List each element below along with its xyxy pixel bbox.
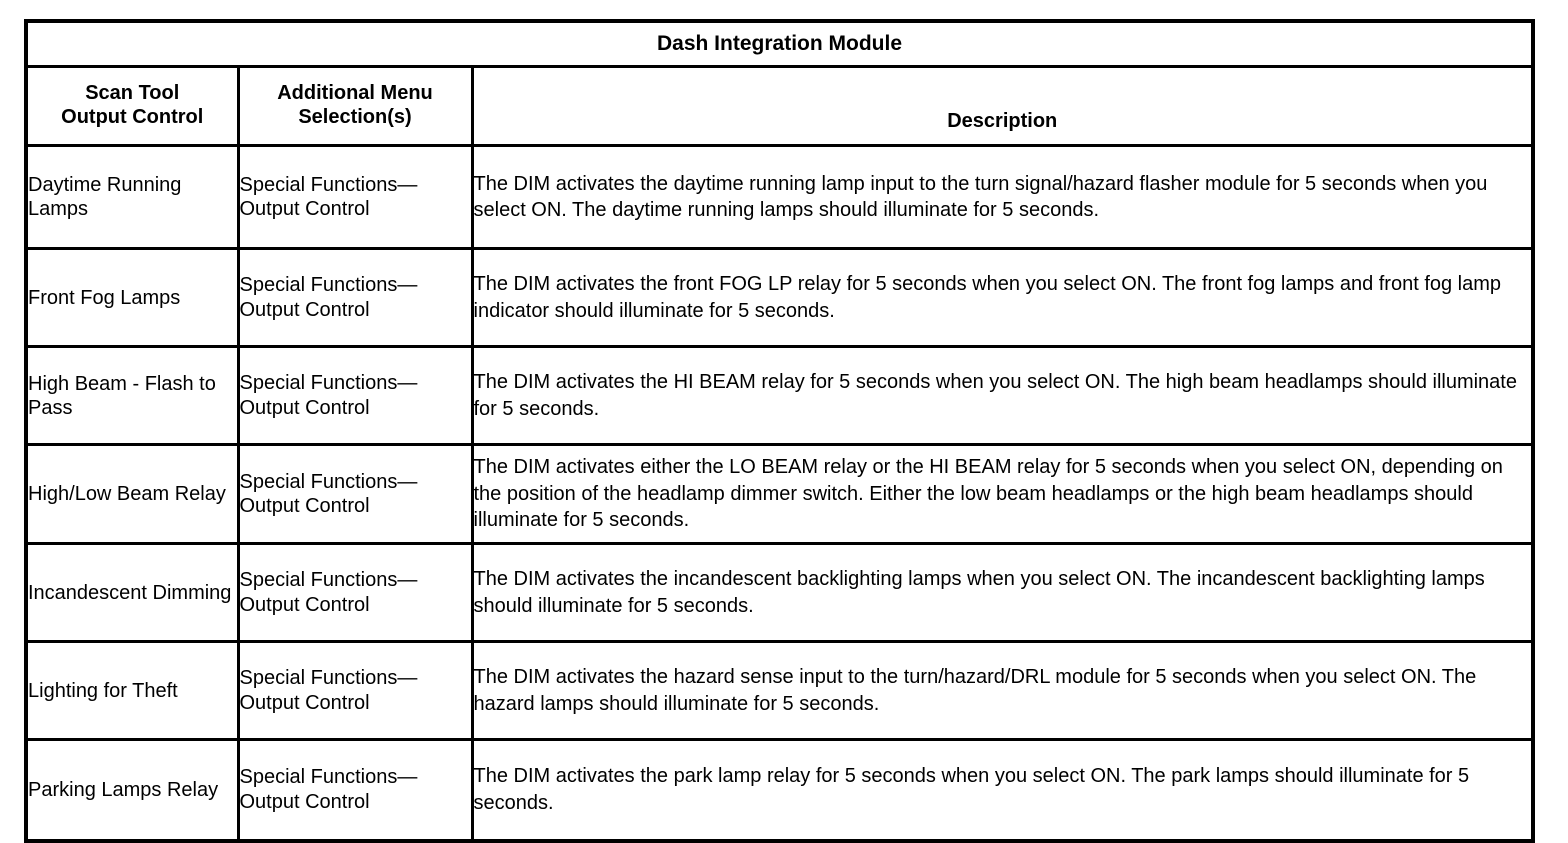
column-header-line-1: Description: [947, 110, 1058, 133]
cell-description: The DIM activates the front FOG LP relay…: [470, 247, 1535, 348]
column-header-scan-tool-output-control: Scan Tool Output Control: [24, 65, 240, 147]
cell-scan-tool-output-control: High Beam - Flash to Pass: [24, 345, 240, 446]
table-title-row: Dash Integration Module: [24, 19, 1535, 68]
column-header-line-1: Additional Menu: [277, 82, 433, 105]
table-row: Incandescent Dimming Special Functions—O…: [24, 542, 1535, 643]
cell-description: The DIM activates the daytime running la…: [470, 144, 1535, 250]
cell-description: The DIM activates the park lamp relay fo…: [470, 738, 1535, 842]
dash-integration-module-table: Dash Integration Module Scan Tool Output…: [24, 19, 1536, 843]
table-row: Daytime Running Lamps Special Functions—…: [24, 144, 1535, 250]
cell-description: The DIM activates the HI BEAM relay for …: [470, 345, 1535, 446]
cell-additional-menu-selection: Special Functions—Output Control: [236, 345, 474, 446]
table-row: Lighting for Theft Special Functions—Out…: [24, 640, 1535, 741]
cell-scan-tool-output-control: High/Low Beam Relay: [24, 443, 240, 545]
cell-additional-menu-selection: Special Functions—Output Control: [236, 443, 474, 545]
dash-integration-module-table-wrapper: Dash Integration Module Scan Tool Output…: [24, 19, 1536, 843]
cell-scan-tool-output-control: Parking Lamps Relay: [24, 738, 240, 842]
cell-description: The DIM activates the hazard sense input…: [470, 640, 1535, 741]
column-header-line-2: Output Control: [61, 106, 204, 128]
cell-additional-menu-selection: Special Functions—Output Control: [236, 247, 474, 348]
table-row: Parking Lamps Relay Special Functions—Ou…: [24, 738, 1535, 842]
cell-scan-tool-output-control: Lighting for Theft: [24, 640, 240, 741]
cell-scan-tool-output-control: Incandescent Dimming: [24, 542, 240, 643]
cell-additional-menu-selection: Special Functions—Output Control: [236, 738, 474, 842]
table-header-row: Scan Tool Output Control Additional Menu…: [24, 65, 1535, 147]
cell-additional-menu-selection: Special Functions—Output Control: [236, 542, 474, 643]
column-header-additional-menu-selections: Additional Menu Selection(s): [236, 65, 474, 147]
cell-additional-menu-selection: Special Functions—Output Control: [236, 640, 474, 741]
column-header-line-1: Scan Tool: [85, 82, 180, 105]
table-row: Front Fog Lamps Special Functions—Output…: [24, 247, 1535, 348]
cell-description: The DIM activates either the LO BEAM rel…: [470, 443, 1535, 545]
table-title: Dash Integration Module: [24, 19, 1535, 68]
column-header-line-2: Selection(s): [298, 106, 412, 128]
cell-scan-tool-output-control: Daytime Running Lamps: [24, 144, 240, 250]
table-row: High/Low Beam Relay Special Functions—Ou…: [24, 443, 1535, 545]
cell-scan-tool-output-control: Front Fog Lamps: [24, 247, 240, 348]
cell-additional-menu-selection: Special Functions—Output Control: [236, 144, 474, 250]
table-row: High Beam - Flash to Pass Special Functi…: [24, 345, 1535, 446]
cell-description: The DIM activates the incandescent backl…: [470, 542, 1535, 643]
column-header-description: Description: [470, 65, 1535, 147]
